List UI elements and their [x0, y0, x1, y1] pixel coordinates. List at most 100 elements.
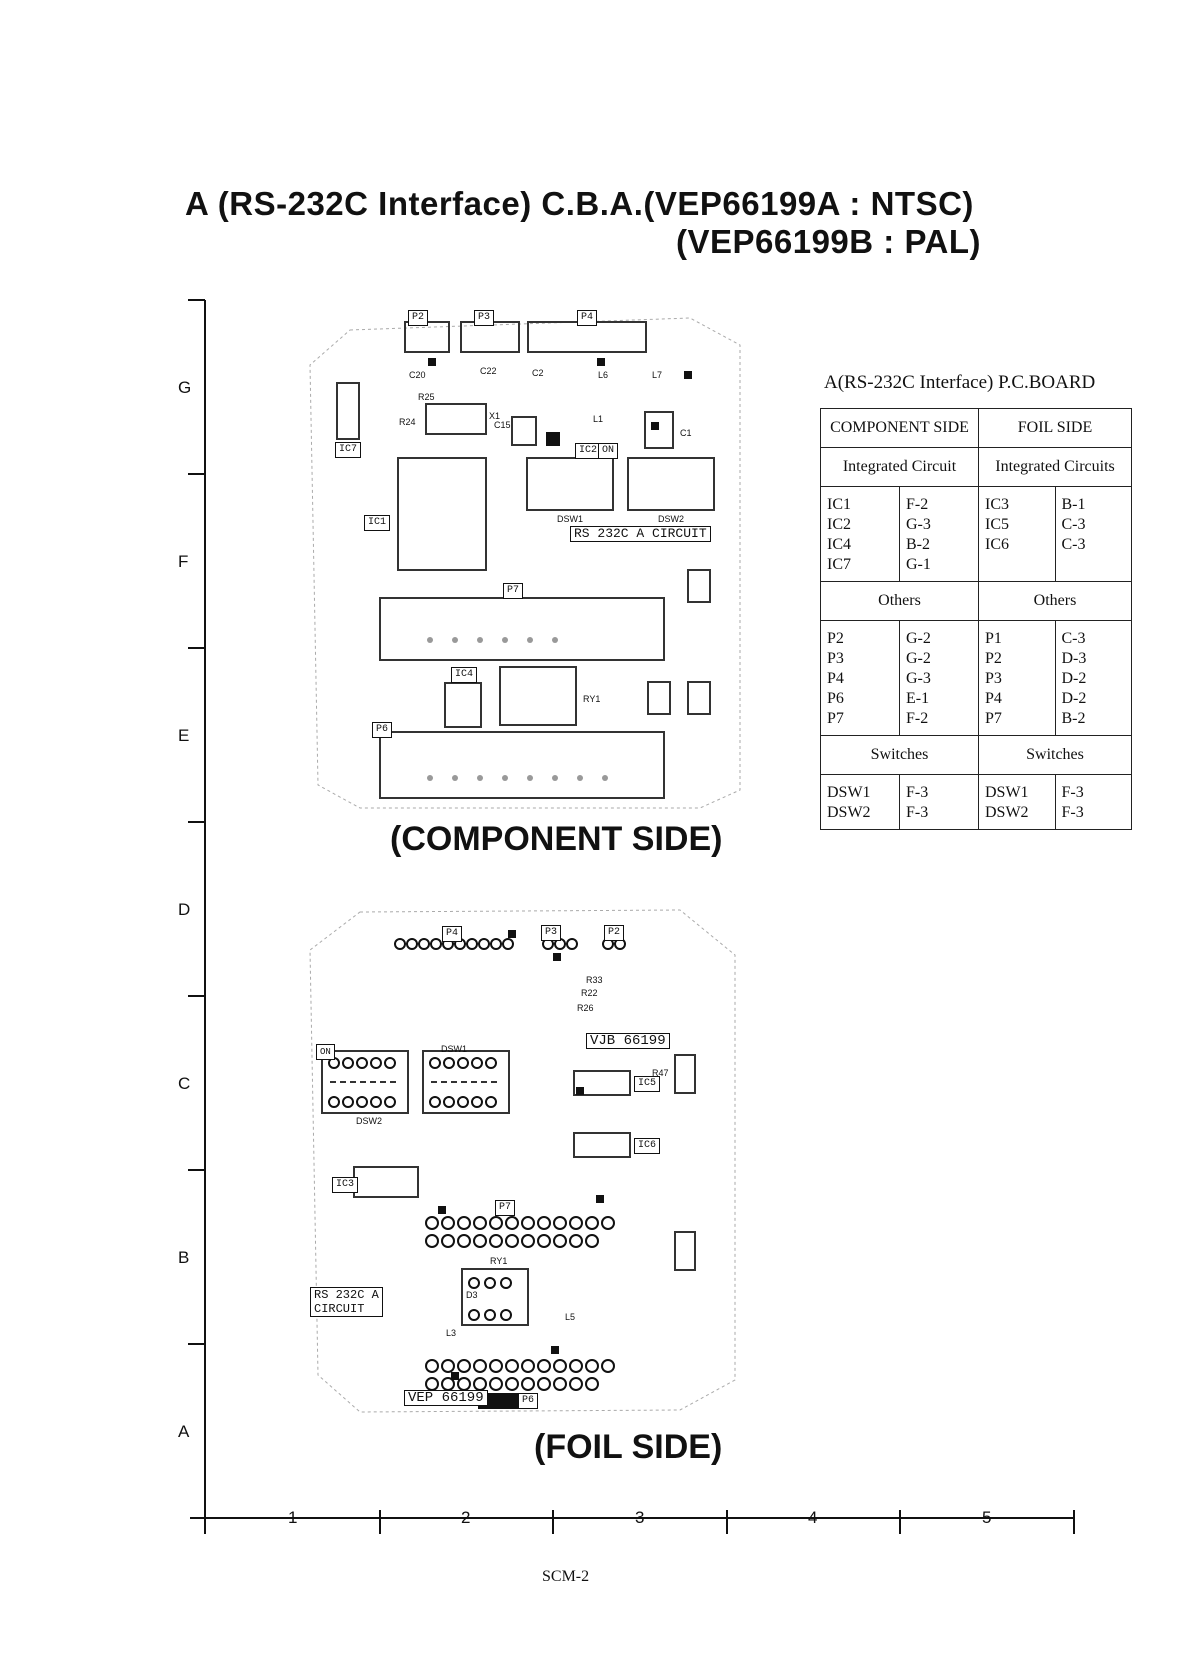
foil-side-label: (FOIL SIDE): [534, 1428, 723, 1466]
comp-label-c20: C20: [409, 370, 426, 380]
crystal-x1: [425, 403, 487, 435]
foil-p1b-outline: [674, 1231, 696, 1271]
horizontal-axis: [190, 1510, 1075, 1534]
grid-row-e: E: [178, 726, 190, 745]
foil-board-outline: [309, 909, 736, 1413]
foil-label-r47: R47: [652, 1068, 669, 1078]
ref-table-section-header: Integrated Circuit: [820, 447, 979, 487]
page-title-line2: (VEP66199B : PAL): [676, 223, 981, 260]
comp-label-l1: L1: [593, 414, 604, 424]
foil-label-ic5: IC5: [634, 1076, 661, 1092]
capacitor-c9: [687, 569, 711, 603]
comp-label-circuit: RS 232C A CIRCUIT: [570, 526, 711, 542]
foil-label-p7: P7: [495, 1200, 516, 1216]
foil-side-board: [309, 909, 736, 1413]
comp-label-c22: C22: [480, 366, 497, 376]
foil-p1-outline: [674, 1054, 696, 1094]
foil-pads: [328, 938, 626, 1391]
grid-col-5: 5: [982, 1508, 992, 1527]
capacitor-c8: [687, 681, 711, 715]
ref-table-col-component: COMPONENT SIDE: [820, 408, 979, 448]
comp-label-ry1: RY1: [583, 694, 601, 704]
comp-label-c2: C2: [532, 368, 544, 378]
grid-row-g: G: [178, 378, 192, 397]
foil-label-dsw2: DSW2: [356, 1116, 383, 1126]
comp-label-c1: C1: [680, 428, 692, 438]
connector-p3: [460, 321, 520, 353]
grid-row-f: F: [178, 552, 189, 571]
grid-col-1: 1: [288, 1508, 298, 1527]
comp-label-l7: L7: [652, 370, 663, 380]
page-footer: SCM-2: [542, 1568, 590, 1585]
foil-label-ry1: RY1: [490, 1256, 508, 1266]
connector-p7: [379, 597, 665, 661]
comp-label-p6: P6: [372, 722, 393, 738]
connector-p4: [527, 321, 647, 353]
dsw2-outline: [627, 457, 715, 511]
capacitor-c1: [644, 411, 674, 449]
ref-table-col-foil: FOIL SIDE: [978, 408, 1132, 448]
comp-label-on: ON: [598, 443, 619, 459]
component-side-label: (COMPONENT SIDE): [390, 820, 723, 858]
grid-row-d: D: [178, 900, 191, 919]
foil-label-p6: P6: [518, 1393, 539, 1409]
comp-label-r24: R24: [399, 417, 416, 427]
foil-label-circuit: RS 232C A CIRCUIT: [310, 1287, 383, 1317]
foil-relay-ry1: [461, 1268, 529, 1326]
grid-row-a: A: [178, 1422, 190, 1441]
component-pins: [427, 637, 608, 781]
foil-label-vjb: VJB 66199: [586, 1033, 670, 1049]
grid-row-b: B: [178, 1248, 190, 1267]
ref-table-section-header: Switches: [978, 735, 1132, 775]
grid-col-4: 4: [808, 1508, 818, 1527]
ic1-outline: [397, 457, 487, 571]
foil-label-l3: L3: [446, 1328, 457, 1338]
foil-label-p4: P4: [442, 926, 463, 942]
foil-dsw2-outline: [321, 1050, 409, 1114]
comp-label-ic4: IC4: [451, 667, 478, 683]
foil-dsw1-outline: [422, 1050, 510, 1114]
connector-p6: [379, 731, 665, 799]
foil-label-ic6: IC6: [634, 1138, 661, 1154]
foil-ic3-outline: [353, 1166, 419, 1198]
comp-label-x1: X1: [489, 411, 501, 421]
grid-col-2: 2: [461, 1508, 471, 1527]
foil-label-p3: P3: [541, 925, 562, 941]
foil-label-d3: D3: [466, 1290, 478, 1300]
comp-label-ic7: IC7: [335, 442, 362, 458]
comp-label-l6: L6: [598, 370, 609, 380]
component-dots: [428, 358, 692, 446]
page-title-line1: A (RS-232C Interface) C.B.A.(VEP66199A :…: [185, 185, 974, 222]
ic7-outline: [336, 382, 360, 440]
foil-label-dsw1: DSW1: [441, 1044, 468, 1054]
foil-label-r26: R26: [577, 1003, 594, 1013]
ic4-outline: [444, 682, 482, 728]
comp-label-p3: P3: [474, 310, 495, 326]
foil-label-p2: P2: [604, 925, 625, 941]
grid-col-3: 3: [635, 1508, 645, 1527]
comp-label-r25: R25: [418, 392, 435, 402]
capacitor-c11: [647, 681, 671, 715]
relay-ry1: [499, 666, 577, 726]
foil-ic5-outline: [573, 1070, 631, 1096]
foil-dots: [438, 930, 604, 1380]
ref-table-title: A(RS-232C Interface) P.C.BOARD: [824, 372, 1096, 393]
comp-label-dsw1: DSW1: [557, 514, 584, 524]
ref-table-section-header: Others: [978, 581, 1132, 621]
comp-label-c15: C15: [494, 420, 511, 430]
foil-label-vep: VEP 66199: [404, 1390, 488, 1406]
dsw1-outline: [526, 457, 614, 511]
foil-label-circuit-line1: RS 232C A: [314, 1288, 379, 1302]
foil-label-on: ON: [316, 1044, 335, 1060]
